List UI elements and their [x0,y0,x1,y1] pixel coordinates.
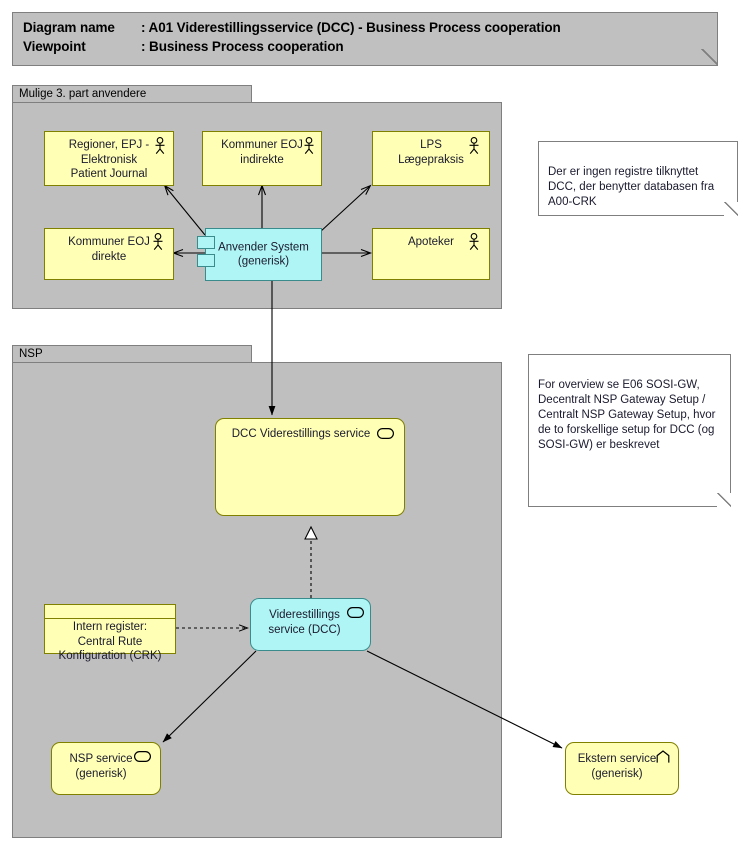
viewpoint-label: Viewpoint [23,39,86,54]
node-nsp-service[interactable]: NSP service (generisk) [51,742,161,795]
node-intern-register-crk-label: Intern register: Central Rute Konfigurat… [58,621,162,662]
node-anvender-system[interactable]: Anvender System (generisk) [205,228,322,281]
service-icon [377,428,394,439]
node-intern-register-crk[interactable]: Intern register: Central Rute Konfigurat… [44,604,176,662]
note-registre-text: Der er ingen registre tilknyttet DCC, de… [548,166,715,208]
data-object-icon [45,618,175,619]
node-apoteker[interactable]: Apoteker [372,228,490,280]
node-nsp-service-label: NSP service (generisk) [69,753,133,780]
node-apoteker-label: Apoteker [407,236,455,248]
diagram-name-separator: : [141,20,149,35]
diagram-title-bar: Diagram name: A01 Viderestillingsservice… [12,12,718,66]
node-anvender-system-label: Anvender System (generisk) [218,241,309,268]
node-ekstern-service-label: Ekstern service (generisk) [577,753,657,780]
node-kommuner-eoj-direkte[interactable]: Kommuner EOJ direkte [44,228,174,280]
node-dcc-viderestillings-service[interactable]: DCC Viderestillings service [215,418,405,516]
node-dcc-viderestillings-service-label: DCC Viderestillings service [231,428,371,440]
viewpoint-value: Business Process cooperation [149,39,344,54]
node-regioner-epj[interactable]: Regioner, EPJ - Elektronisk Patient Jour… [44,131,174,186]
node-ekstern-service[interactable]: Ekstern service (generisk) [565,742,679,795]
node-viderestillings-service-dcc-label: Viderestillings service (DCC) [268,609,341,636]
diagram-name-line: Diagram name: A01 Viderestillingsservice… [23,20,561,35]
diagram-name-label: Diagram name [23,20,115,35]
note-overview-text: For overview se E06 SOSI-GW, Decentralt … [538,379,716,451]
node-kommuner-eoj-direkte-label: Kommuner EOJ direkte [68,236,150,263]
interaction-icon [656,750,670,764]
actor-icon [467,137,481,155]
node-regioner-epj-label: Regioner, EPJ - Elektronisk Patient Jour… [68,139,150,180]
node-lps-laegepraksis-label: LPS Lægepraksis [398,139,464,166]
service-icon [134,751,151,762]
node-lps-laegepraksis[interactable]: LPS Lægepraksis [372,131,490,186]
node-viderestillings-service-dcc[interactable]: Viderestillings service (DCC) [250,598,371,651]
actor-icon [153,137,167,155]
note-overview[interactable]: For overview se E06 SOSI-GW, Decentralt … [528,354,731,507]
actor-icon [467,233,481,251]
service-icon [347,607,364,618]
actor-icon [151,233,165,251]
viewpoint-separator: : [141,39,150,54]
component-icon [197,254,215,267]
node-kommuner-eoj-indirekte-label: Kommuner EOJ indirekte [221,139,303,166]
node-kommuner-eoj-indirekte[interactable]: Kommuner EOJ indirekte [202,131,322,186]
viewpoint-line: Viewpoint: Business Process cooperation [23,39,344,54]
note-registre[interactable]: Der er ingen registre tilknyttet DCC, de… [538,141,738,216]
group-nsp-label: NSP [12,345,252,363]
group-third-party-users-label: Mulige 3. part anvendere [12,85,252,103]
component-icon [197,236,215,249]
note-folded-corner [717,493,731,507]
actor-icon [302,137,316,155]
title-bar-folded-corner [701,49,718,66]
diagram-name-value: A01 Viderestillingsservice (DCC) - Busin… [148,20,561,35]
note-folded-corner [724,202,738,216]
